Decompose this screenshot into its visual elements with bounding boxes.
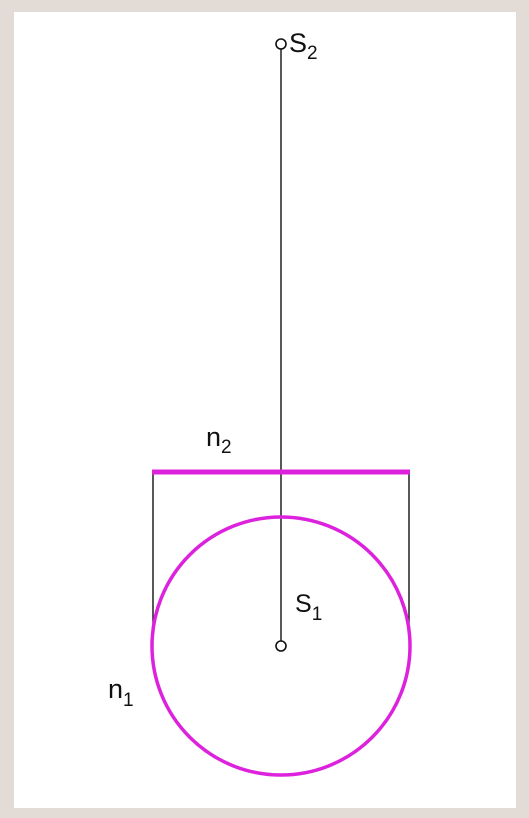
label-n1: n1 (108, 674, 134, 711)
s1-point (275, 640, 287, 652)
s2-point (275, 38, 287, 50)
label-s2: S2 (289, 28, 318, 64)
label-s1: S1 (295, 590, 322, 625)
label-n2: n2 (206, 422, 232, 458)
n1-circle (150, 515, 412, 777)
drawing-frame (14, 12, 516, 808)
